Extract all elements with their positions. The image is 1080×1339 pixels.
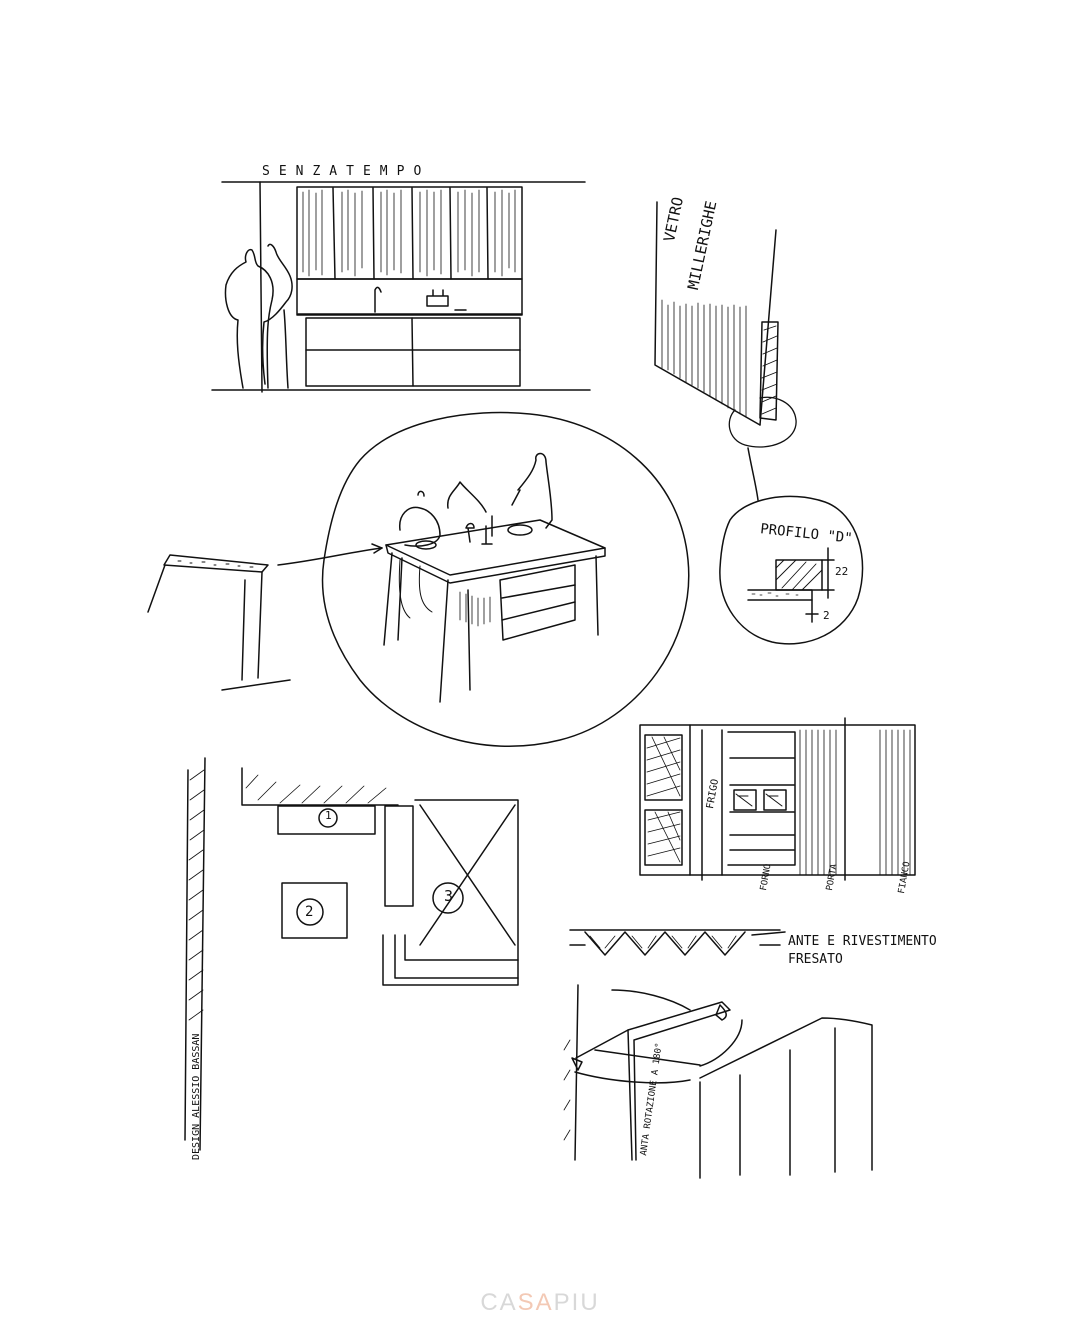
cabinet-elevation-sketch: [639, 717, 916, 881]
profile-dimension-22: 22: [835, 565, 849, 578]
brand-watermark: CASAPIU: [452, 1289, 628, 1317]
plan-number-1: 1: [325, 809, 332, 822]
milled-label-line1: ANTE E RIVESTIMENTO: [788, 934, 937, 949]
rotating-door-sketch: [563, 984, 873, 1179]
watermark-text-accent: SA: [517, 1289, 554, 1316]
glass-detail-sketch: [654, 201, 797, 501]
profile-d-circle-detail: [719, 495, 864, 645]
watermark-text-right: PIU: [553, 1289, 600, 1316]
profile-dimension-2: 2: [823, 609, 830, 622]
plan-number-2: 2: [305, 904, 314, 920]
island-table-circle-sketch: [277, 411, 690, 747]
milled-door-section-sketch: [569, 929, 786, 956]
milled-label-line2: FRESATO: [788, 952, 843, 967]
sketch-title: SENZATEMPO: [262, 164, 431, 179]
designer-credit: DESIGN ALESSIO BASSAN: [191, 1033, 202, 1160]
floor-plan-sketch: [184, 757, 519, 1151]
worktop-section-sketch: [147, 554, 291, 691]
kitchen-elevation-sketch: [211, 181, 591, 393]
watermark-text-left: CA: [480, 1289, 518, 1316]
plan-number-3: 3: [444, 887, 454, 905]
